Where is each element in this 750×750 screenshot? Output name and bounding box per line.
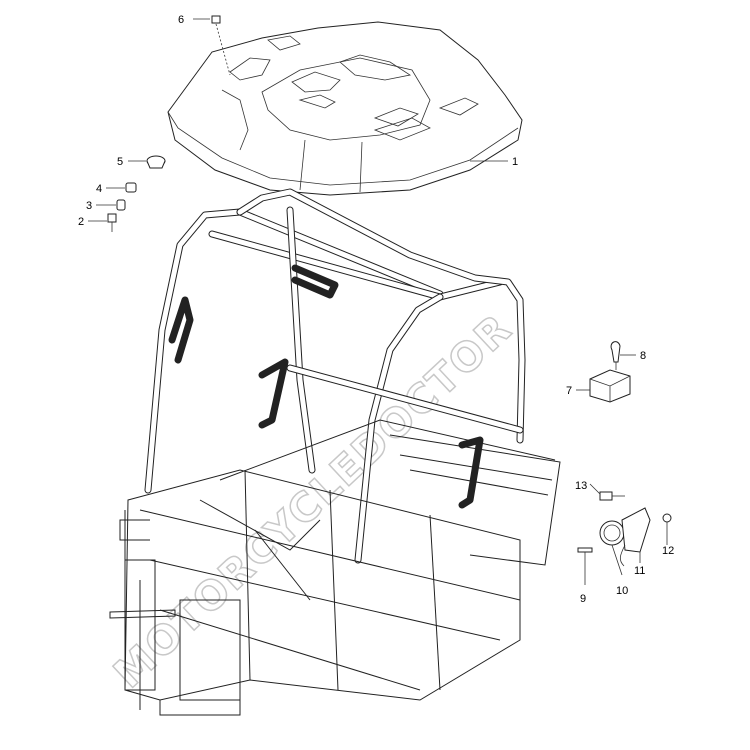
callout-10: 10 xyxy=(616,585,628,597)
callout-8: 8 xyxy=(640,350,646,362)
bracket-11 xyxy=(621,507,651,553)
callout-13: 13 xyxy=(575,480,587,492)
callout-7: 7 xyxy=(566,385,572,397)
callout-2: 2 xyxy=(78,216,84,228)
svg-text:MOTORCYCLEDOCTOR: MOTORCYCLEDOCTOR xyxy=(105,305,521,697)
light-assembly xyxy=(577,491,672,567)
bolt-9 xyxy=(577,547,593,553)
callouts: 6 5 4 3 2 1 7 8 13 12 11 10 9 xyxy=(78,14,674,605)
callout-5: 5 xyxy=(117,156,123,168)
callout-12: 12 xyxy=(662,545,674,557)
watermark: MOTORCYCLEDOCTOR xyxy=(105,304,522,698)
callout-1: 1 xyxy=(512,156,518,168)
vehicle-frame xyxy=(109,188,561,716)
bushing-4 xyxy=(125,182,137,193)
callout-9: 9 xyxy=(580,593,586,605)
callout-4: 4 xyxy=(96,183,102,195)
roof-panel xyxy=(167,21,523,196)
lamp-10 xyxy=(599,520,625,546)
washer-3 xyxy=(116,199,126,211)
leader-lines xyxy=(88,18,668,585)
bolt-2 xyxy=(107,213,117,223)
callout-3: 3 xyxy=(86,200,92,212)
hardware-parts xyxy=(107,15,231,232)
bolt-13 xyxy=(599,491,613,501)
nut-12 xyxy=(662,513,672,523)
nut-6 xyxy=(211,15,221,24)
bracket-assembly xyxy=(589,341,631,403)
callout-11: 11 xyxy=(634,565,645,577)
callout-6: 6 xyxy=(178,14,184,26)
